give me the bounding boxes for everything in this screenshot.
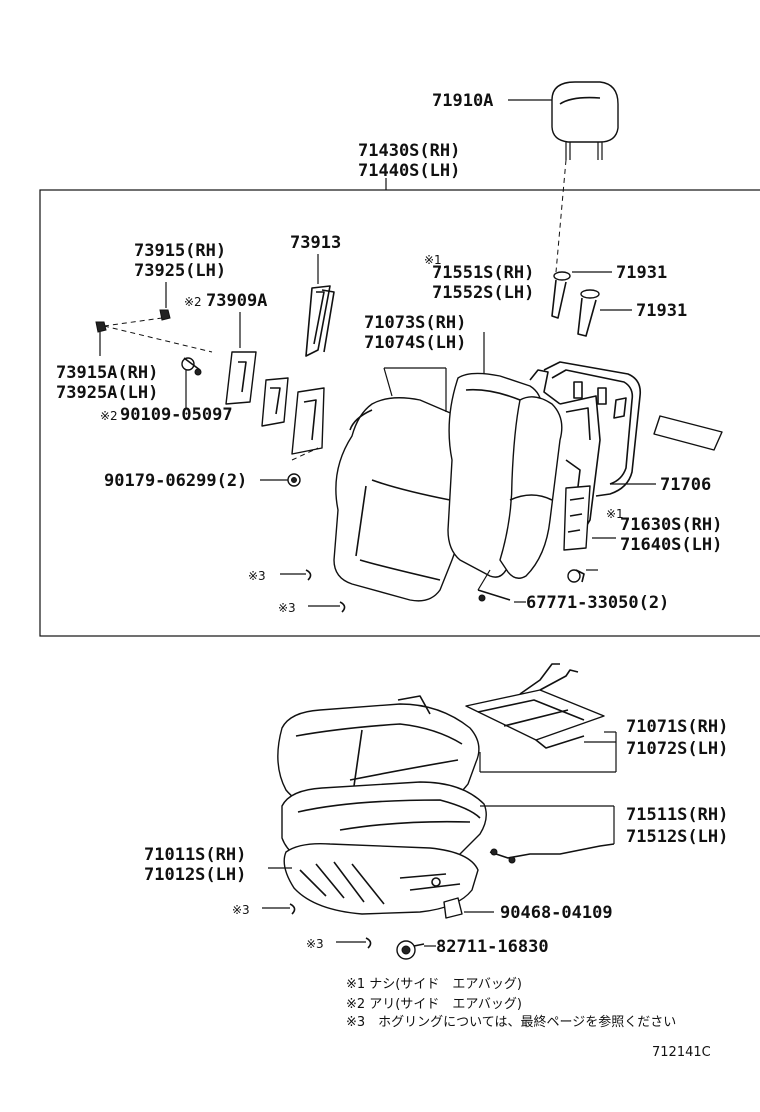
note-2: ※2 アリ(サイド エアバッグ) [346,997,522,1012]
cushion-frame-part [465,663,605,749]
connector-ring-part [396,940,425,960]
mark-3-b: ※3 [278,601,296,615]
label-seatback-rh: 71430S(RH) [358,141,460,161]
mark-3-a: ※3 [248,569,266,583]
label-cushion-pad-rh: 71511S(RH) [626,805,728,825]
label-cushion-cover-lh: 71012S(LH) [144,865,246,885]
mark-2-b: ※2 [100,409,118,423]
label-seatback-lh: 71440S(LH) [358,161,460,181]
label-nut: 90109-05097 [120,405,233,425]
frame-sub-part [563,485,591,551]
back-pad-inner-part [499,396,563,579]
bracket-part [225,351,257,405]
label-cushion-frame-lh: 71072S(LH) [626,739,728,759]
cover-piece-left [261,377,289,427]
note-3: ※3 ホグリングについては、最終ページを参照ください [346,1014,676,1030]
label-back-pad-lh: 71552S(LH) [432,283,534,303]
mark-1-b: ※1 [606,507,624,521]
label-headrest: 71910A [432,91,493,111]
label-cushion-pad-lh: 71512S(LH) [626,827,728,847]
headrest-part [551,81,619,160]
label-bracket: 73909A [206,291,267,311]
label-back-pad-rh: 71551S(RH) [432,263,534,283]
support-2-part [577,289,600,337]
label-back-cover-lh: 71074S(LH) [364,333,466,353]
clip-part [443,897,463,919]
label-bolt-rh: 73915A(RH) [56,363,158,383]
label-frame-sub-rh: 71630S(RH) [620,515,722,535]
label-screw: 67771-33050(2) [526,593,669,613]
nut-part [181,357,202,376]
mark-1-a: ※1 [424,253,442,267]
note-1: ※1 ナシ(サイド エアバッグ) [346,977,522,992]
cushion-base-part [283,842,479,915]
mark-3-c: ※3 [232,903,250,917]
label-ring: 82711-16830 [436,937,549,957]
label-support-1: 71931 [616,263,667,283]
cushion-wire-part [489,843,615,864]
label-back-cover-rh: 71073S(RH) [364,313,466,333]
cover-piece-right [291,387,325,455]
label-frame: 71706 [660,475,711,495]
cover-clip-part [159,309,171,321]
hog-ring-c-part [289,903,296,915]
label-cushion-frame-rh: 71071S(RH) [626,717,728,737]
hog-ring-a-part [305,569,312,581]
label-cushion-cover-rh: 71011S(RH) [144,845,246,865]
bolt-head-part [95,321,107,333]
label-bolt-qty: 90179-06299(2) [104,471,247,491]
label-bolt-lh: 73925A(LH) [56,383,158,403]
label-cover-clip-rh: 73915(RH) [134,241,226,261]
label-cover-clip-lh: 73925(LH) [134,261,226,281]
screw-part [567,569,585,583]
label-clip: 90468-04109 [500,903,613,923]
hog-ring-d-part [365,937,372,949]
label-support-2: 71931 [636,301,687,321]
guide-part [305,285,335,357]
hog-ring-b-part [339,601,346,613]
mark-2-a: ※2 [184,295,202,309]
label-guide: 73913 [290,233,341,253]
support-1-part [551,271,571,319]
seatback-cover-part [333,397,474,602]
label-frame-sub-lh: 71640S(LH) [620,535,722,555]
heater-pad-part [653,415,723,451]
mark-3-d: ※3 [306,937,324,951]
seatback-assembly-box [39,189,760,637]
figure-code: 712141C [652,1045,711,1060]
